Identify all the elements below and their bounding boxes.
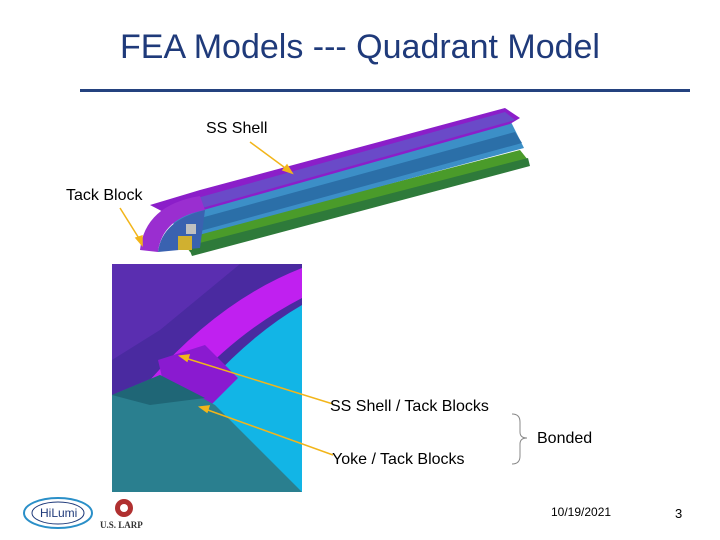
end-face-arc [140, 196, 205, 252]
arrowhead-tack-block [134, 234, 143, 248]
zoom-yoke [112, 375, 302, 492]
arrowhead-ss-shell [281, 163, 294, 175]
end-face-detail-2 [186, 224, 196, 234]
arrow-yoke-tack [204, 408, 334, 456]
slide-title: FEA Models --- Quadrant Model [120, 28, 600, 66]
end-face-inner [158, 210, 205, 252]
arrow-ss-shell-tack [184, 357, 334, 405]
quadrant-model-3d [140, 108, 530, 256]
label-ss-shell: SS Shell [206, 120, 268, 137]
shell-face [190, 112, 515, 210]
label-yoke-tack-blocks: Yoke / Tack Blocks [332, 451, 465, 468]
arrow-ss-shell [249, 141, 289, 171]
arrowhead-ss-shell-tack [177, 354, 191, 363]
dark-green-layer [188, 158, 530, 256]
us-larp-logo: U.S. LARP [100, 499, 143, 530]
hilumi-logo-text: HiLumi [40, 506, 77, 520]
end-face-detail [178, 236, 192, 250]
label-tack-block: Tack Block [66, 187, 143, 204]
callout-arrows [119, 141, 334, 456]
bonded-bracket [511, 413, 528, 465]
title-divider [80, 89, 690, 92]
page-number: 3 [675, 506, 683, 521]
zoom-yoke-edge [112, 375, 205, 405]
label-ss-shell-tack-blocks: SS Shell / Tack Blocks [330, 398, 489, 415]
us-larp-logo-text: U.S. LARP [100, 520, 143, 530]
arrowhead-yoke-tack [197, 405, 211, 414]
zoomed-cross-section [112, 264, 302, 492]
hilumi-logo: HiLumi [23, 497, 93, 529]
zoom-upper-area [112, 264, 240, 360]
body-blue-dark [175, 132, 522, 236]
arrow-tack-block [119, 207, 141, 241]
footer-date: 10/19/2021 [551, 505, 612, 519]
label-bonded: Bonded [537, 430, 593, 447]
